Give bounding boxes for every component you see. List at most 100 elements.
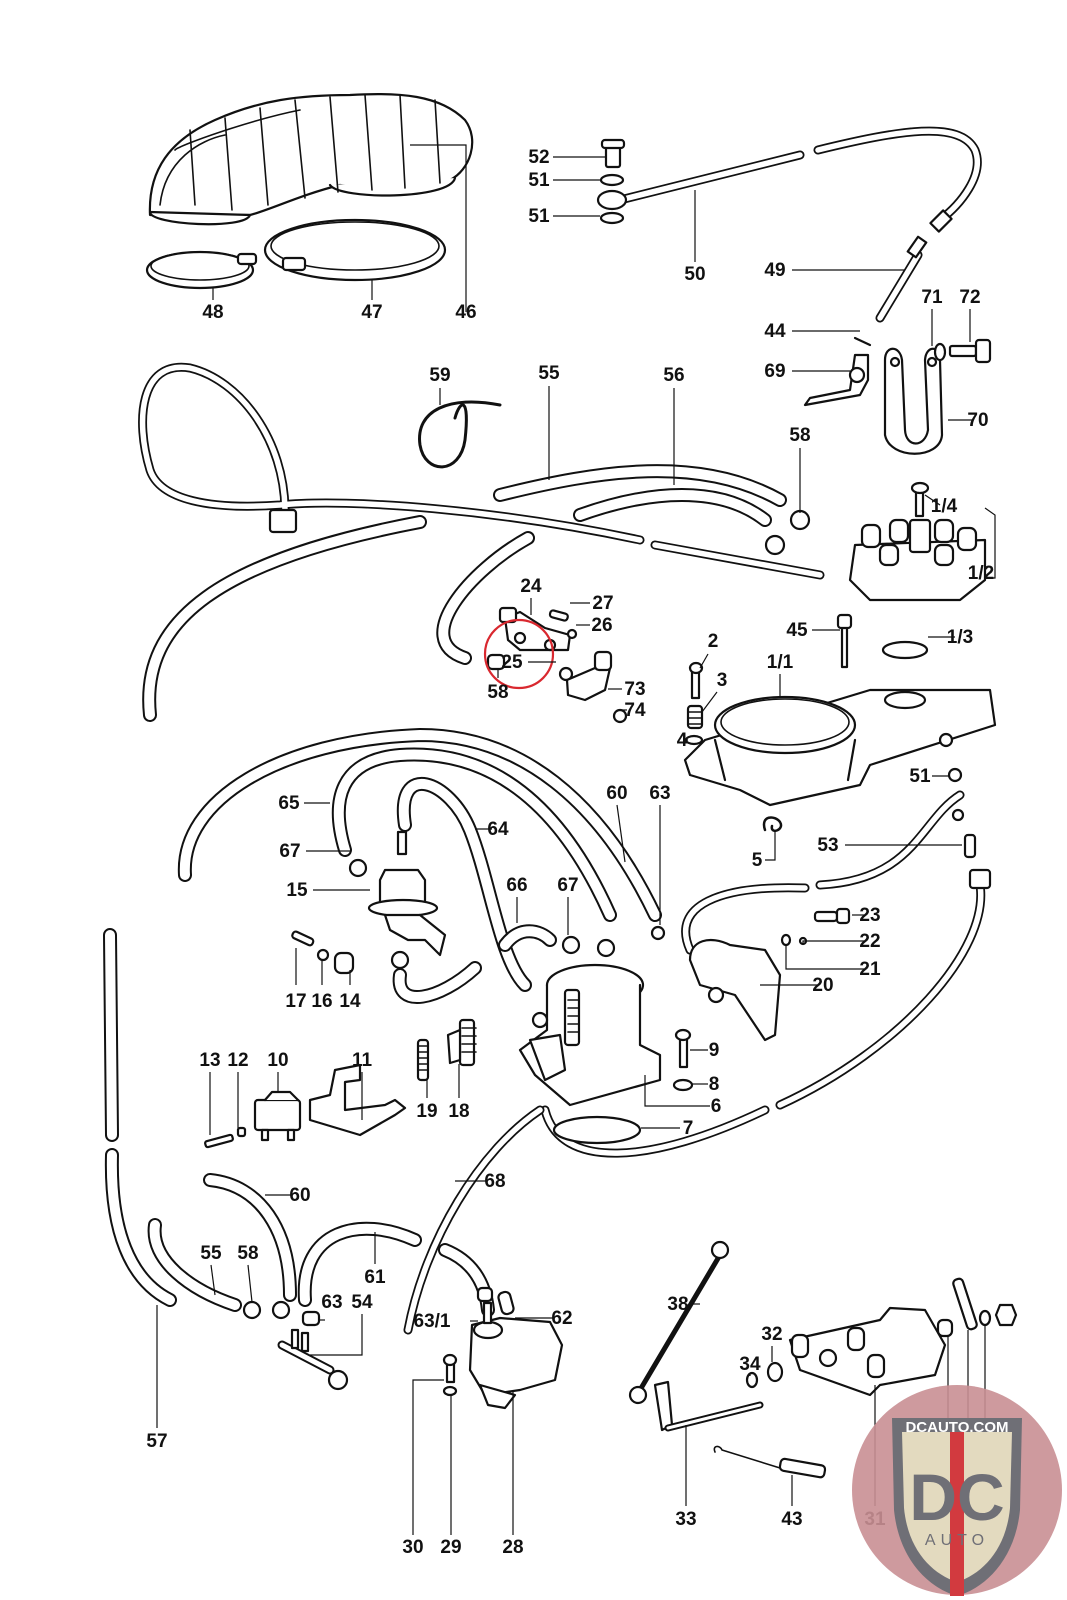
callout-leader-line [701,691,718,713]
callout-label: 54 [351,1292,373,1313]
part-5-clip [762,816,783,833]
part-52-banjo-bolt [600,138,626,169]
callout-leader-line [785,946,864,970]
part-46-intake-boot [148,92,474,226]
callout-label: 1/1 [767,652,794,673]
part-6-throttle-body [518,963,662,1107]
callout-label: 18 [448,1101,469,1122]
callout-label: 14 [339,991,361,1012]
callout-label: 58 [237,1243,258,1264]
callout-6: 6 [644,1075,721,1117]
callout-label: 19 [416,1101,437,1122]
part-18-linkage [446,1018,477,1067]
callout-label: 3 [717,670,728,691]
callout-label: 16 [311,991,332,1012]
callout-58: 58 [487,668,509,703]
part-51-sealing-ring [599,211,625,225]
callout-label: 46 [455,302,476,323]
part-13-screw [204,1133,234,1149]
callout-label: 28 [502,1537,523,1558]
callout-1-2: 1/2 [968,507,996,584]
callout-leader-line [310,1314,363,1356]
part-63-clamp [650,925,666,941]
callout-59: 59 [429,365,451,405]
callout-label: 17 [285,991,306,1012]
callout-63-1: 63/1 [414,1311,478,1332]
part-50-fuel-line [596,126,982,233]
callout-label: 34 [739,1354,761,1375]
callout-7: 7 [641,1118,693,1139]
part-17-screw [291,930,315,947]
part-43-spring [713,1445,827,1479]
callout-1-1: 1/1 [767,652,794,698]
callout-label: 2 [708,631,719,652]
callout-22: 22 [802,931,881,952]
callout-33: 33 [675,1425,697,1530]
callout-29: 29 [440,1396,462,1558]
callout-label: 21 [859,959,881,980]
callout-65: 65 [278,793,330,814]
part-51-sealing-ring [599,173,625,187]
part-7-gasket [552,1115,642,1145]
callout-16: 16 [311,960,333,1012]
part-49-fitting [875,235,928,323]
callout-68: 68 [455,1171,506,1192]
callout-label: 52 [528,147,549,168]
part-44-pin [853,336,872,347]
watermark-text-top: DCAUTO.COM [905,1419,1008,1436]
part-48-hose-clamp [145,250,258,290]
callout-46: 46 [410,144,477,323]
callout-label: 29 [440,1537,461,1558]
callout-label: 59 [429,365,450,386]
callout-28: 28 [502,1390,524,1558]
part-69-bracket [803,353,870,407]
callout-54: 54 [310,1292,373,1356]
callout-label: 26 [591,615,612,636]
callout-64: 64 [475,819,509,840]
part-19-spring [416,1038,430,1082]
callout-label: 61 [364,1267,386,1288]
callout-69: 69 [764,361,850,382]
callout-label: 51 [528,206,550,227]
callout-label: 43 [781,1509,802,1530]
part-59-retaining-clip [418,400,502,469]
part-11-bracket [308,1063,407,1137]
callout-60: 60 [265,1185,311,1206]
part-20-potentiometer [688,938,782,1042]
callout-leader-line [412,1379,444,1535]
callout-label: 1/2 [968,563,994,584]
callout-56: 56 [663,365,685,485]
callout-19: 19 [416,1080,438,1122]
callout-label: 1/3 [947,627,973,648]
callout-label: 38 [667,1294,688,1315]
watermark-stripe [950,1432,964,1596]
callout-label: 13 [199,1050,220,1071]
callout-leader-line [616,804,626,863]
callout-label: 56 [663,365,684,386]
part-32-bushing-right [936,1318,954,1338]
callout-9: 9 [690,1040,719,1061]
callout-30: 30 [402,1379,444,1558]
callout-label: 4 [677,730,688,751]
callout-15: 15 [286,880,370,901]
watermark-monogram: DC [909,1460,1004,1534]
callout-12: 12 [227,1050,249,1128]
callout-label: 58 [487,682,508,703]
callout-67: 67 [557,875,579,935]
callout-24: 24 [520,576,542,615]
callout-label: 32 [761,1324,782,1345]
part-clamp-small [596,938,616,958]
callout-label: 64 [487,819,509,840]
part-21-washer [780,933,792,947]
part-1-4-screw [910,481,930,518]
callout-label: 10 [267,1050,288,1071]
part-31-throttle-bracket [788,1306,947,1397]
part-53-fuel-line [681,767,977,955]
callout-58: 58 [789,425,811,513]
callout-label: 63/1 [414,1311,451,1332]
callout-label: 69 [764,361,785,382]
part-36-washer [978,1309,992,1327]
parts-layer [103,92,1018,1479]
callout-45: 45 [786,620,840,641]
